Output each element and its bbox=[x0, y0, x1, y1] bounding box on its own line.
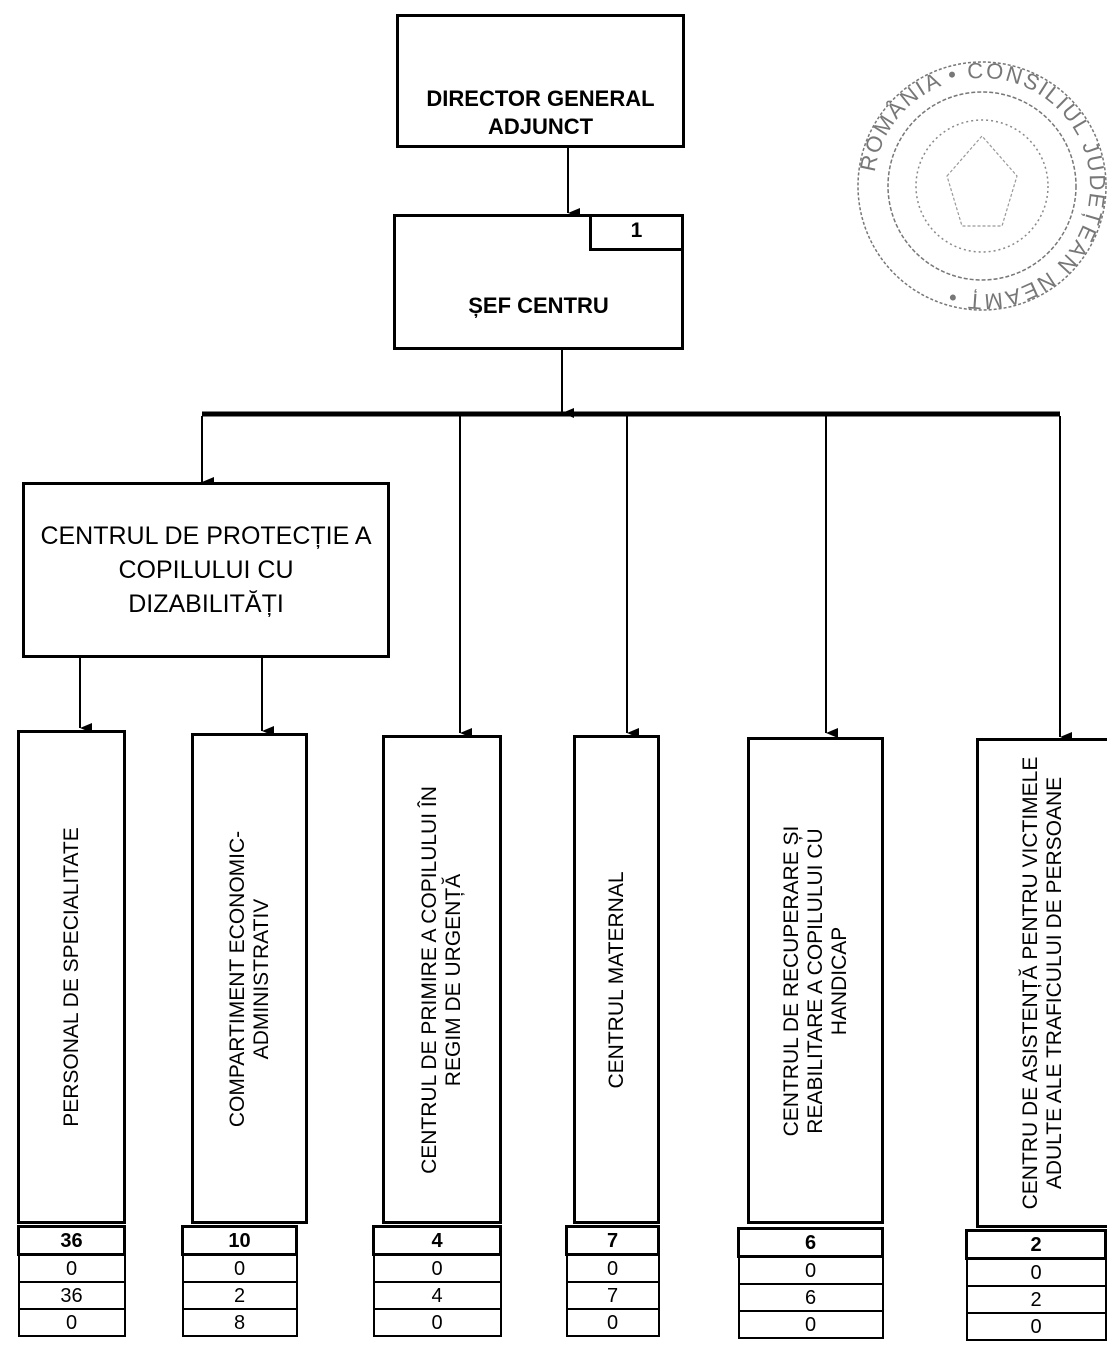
cpc-title: CENTRUL DE PROTECȚIE A COPILULUI CU DIZA… bbox=[40, 522, 372, 618]
figure-cell: 2 bbox=[965, 1285, 1107, 1314]
sef-centru-box: 1 ȘEF CENTRU bbox=[393, 214, 684, 350]
figure-cell: 36 bbox=[17, 1225, 126, 1256]
figure-cell: 7 bbox=[565, 1281, 660, 1310]
figure-cell: 0 bbox=[372, 1308, 502, 1337]
unit-figures-centrul-primire: 4 0 4 0 bbox=[372, 1225, 502, 1337]
svg-text:ROMÂNIA • CONSILIUL JUDEȚEAN N: ROMÂNIA • CONSILIUL JUDEȚEAN NEAMȚ • bbox=[855, 58, 1107, 315]
figure-cell: 0 bbox=[17, 1308, 126, 1337]
figure-cell: 6 bbox=[737, 1227, 884, 1258]
director-box: DIRECTOR GENERAL ADJUNCT bbox=[396, 14, 685, 148]
cpc-box: CENTRUL DE PROTECȚIE A COPILULUI CU DIZA… bbox=[22, 482, 390, 658]
unit-label: CENTRUL DE RECUPERARE ȘI REABILITARE A C… bbox=[779, 825, 851, 1136]
director-title: DIRECTOR GENERAL ADJUNCT bbox=[426, 86, 655, 139]
stamp-text: ROMÂNIA • CONSILIUL JUDEȚEAN NEAMȚ • bbox=[855, 58, 1107, 315]
unit-box-centrul-maternal: CENTRUL MATERNAL bbox=[573, 735, 660, 1224]
figure-cell: 4 bbox=[372, 1281, 502, 1310]
unit-box-personal-specialitate: PERSONAL DE SPECIALITATE bbox=[17, 730, 126, 1224]
unit-box-centrul-recuperare: CENTRUL DE RECUPERARE ȘI REABILITARE A C… bbox=[747, 737, 884, 1224]
unit-label: PERSONAL DE SPECIALITATE bbox=[59, 827, 83, 1127]
unit-figures-centru-asistenta: 2 0 2 0 bbox=[965, 1229, 1107, 1341]
official-seal-stamp: ROMÂNIA • CONSILIUL JUDEȚEAN NEAMȚ • bbox=[855, 58, 1107, 315]
figure-cell: 0 bbox=[372, 1253, 502, 1283]
unit-label: COMPARTIMENT ECONOMIC-ADMINISTRATIV bbox=[225, 830, 273, 1127]
unit-label: CENTRUL DE PRIMIRE A COPILULUI ÎN REGIM … bbox=[418, 785, 465, 1174]
figure-cell: 0 bbox=[965, 1312, 1107, 1341]
figure-cell: 7 bbox=[565, 1225, 660, 1256]
unit-figures-centrul-maternal: 7 0 7 0 bbox=[565, 1225, 660, 1337]
figure-cell: 6 bbox=[737, 1283, 884, 1312]
unit-label: CENTRU DE ASISTENȚĂ PENTRU VICTIMELE ADU… bbox=[1019, 756, 1066, 1210]
figure-cell: 4 bbox=[372, 1225, 502, 1256]
unit-label: CENTRUL MATERNAL bbox=[604, 870, 628, 1089]
figure-cell: 2 bbox=[181, 1281, 298, 1310]
sef-title: ȘEF CENTRU bbox=[468, 293, 609, 318]
figure-cell: 0 bbox=[565, 1253, 660, 1283]
unit-figures-centrul-recuperare: 6 0 6 0 bbox=[737, 1227, 884, 1339]
unit-figures-personal-specialitate: 36 0 36 0 bbox=[17, 1225, 126, 1337]
unit-figures-compartiment-economic: 10 0 2 8 bbox=[181, 1225, 298, 1337]
figure-cell: 0 bbox=[17, 1253, 126, 1283]
figure-cell: 0 bbox=[181, 1253, 298, 1283]
figure-cell: 0 bbox=[565, 1308, 660, 1337]
unit-box-centrul-primire: CENTRUL DE PRIMIRE A COPILULUI ÎN REGIM … bbox=[382, 735, 502, 1224]
figure-cell: 36 bbox=[17, 1281, 126, 1310]
figure-cell: 10 bbox=[181, 1225, 298, 1256]
figure-cell: 0 bbox=[737, 1255, 884, 1285]
figure-cell: 8 bbox=[181, 1308, 298, 1337]
figure-cell: 0 bbox=[737, 1310, 884, 1339]
figure-cell: 0 bbox=[965, 1257, 1107, 1287]
figure-cell: 2 bbox=[965, 1229, 1107, 1260]
sef-count: 1 bbox=[630, 219, 643, 242]
unit-box-compartiment-economic: COMPARTIMENT ECONOMIC-ADMINISTRATIV bbox=[191, 733, 308, 1224]
unit-box-centru-asistenta: CENTRU DE ASISTENȚĂ PENTRU VICTIMELE ADU… bbox=[976, 738, 1107, 1228]
sef-count-box: 1 bbox=[589, 217, 681, 251]
